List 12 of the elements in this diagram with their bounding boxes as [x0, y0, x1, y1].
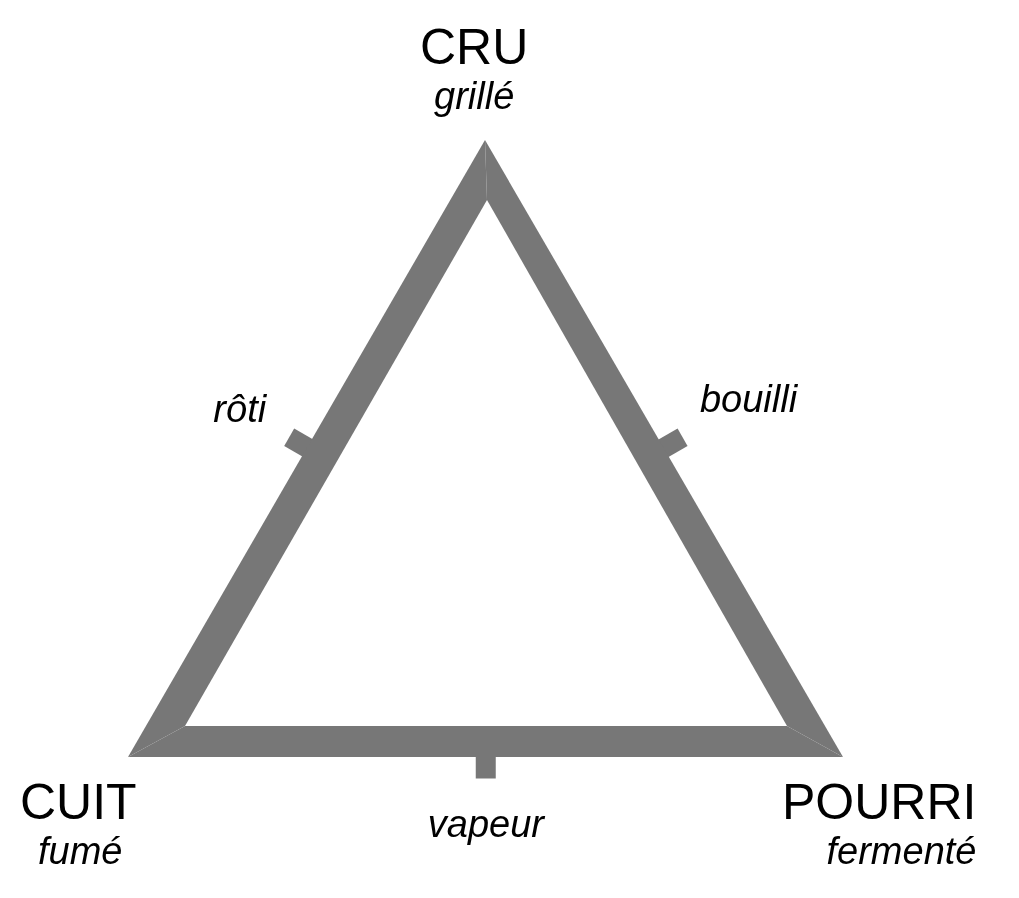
triangle-side — [485, 140, 843, 757]
category-name: CRU — [420, 20, 529, 74]
category-name: CUIT — [20, 775, 137, 829]
edge-label: bouilli — [699, 377, 798, 422]
category-name: POURRI — [782, 775, 977, 829]
edge-label: vapeur — [427, 801, 544, 846]
cooking-method: fumé — [37, 829, 123, 873]
triangle-side — [128, 726, 843, 757]
cooking-method: grillé — [434, 74, 515, 118]
cooking-method: fermenté — [826, 829, 977, 873]
triangle-side — [128, 140, 487, 757]
edge-label: rôti — [213, 386, 267, 431]
